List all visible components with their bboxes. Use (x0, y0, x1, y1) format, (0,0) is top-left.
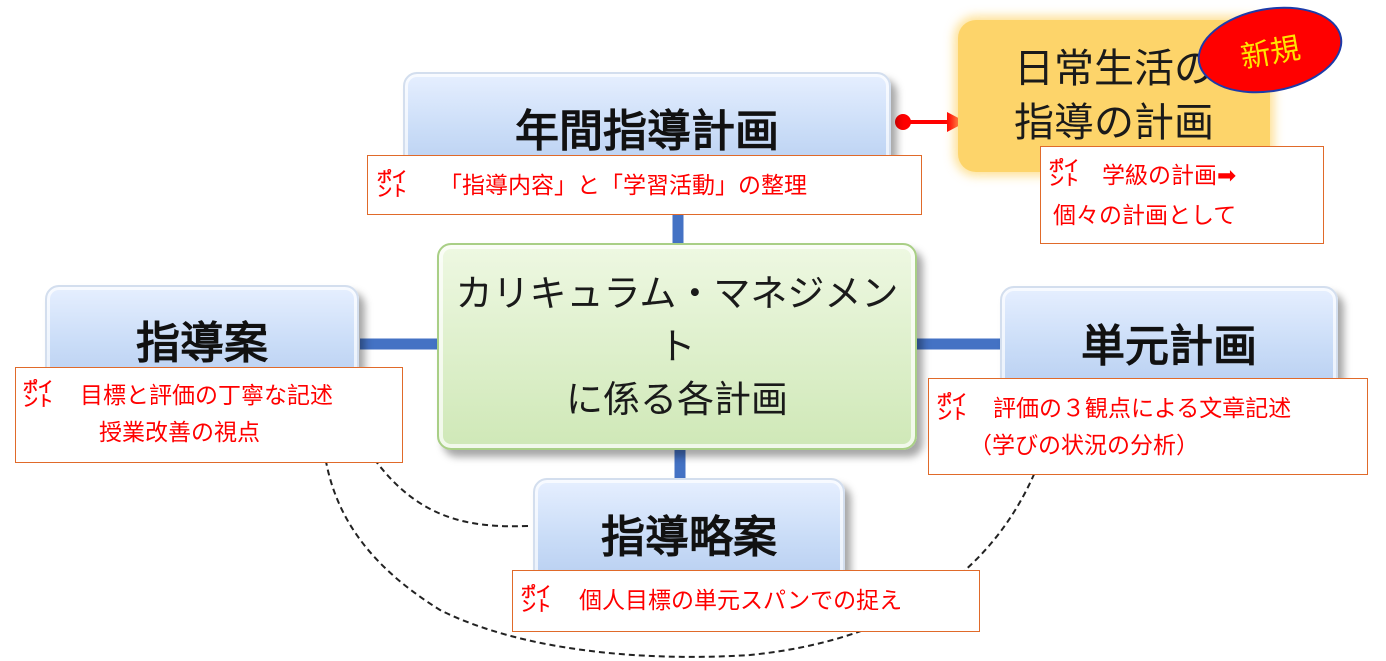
point-tag-icon: ポイント (521, 583, 552, 615)
curriculum-management-box: カリキュラム・マネジメント に係る各計画 (437, 243, 917, 450)
point-tag-icon: ポイント (377, 168, 408, 200)
point-tag-icon: ポイント (1049, 157, 1080, 189)
lesson-plan-point-line2: 授業改善の視点 (99, 420, 260, 446)
lesson-plan-title: 指導案 (136, 318, 268, 369)
daily-life-plan-point: ポイント 学級の計画➡ 個々の計画として (1040, 146, 1324, 244)
daily-life-plan-point-line2: 個々の計画として (1053, 203, 1237, 229)
brief-plan-point: ポイント 個人目標の単元スパンでの捉え (512, 570, 980, 632)
annual-plan-point: ポイント 「指導内容」と「学習活動」の整理 (367, 155, 922, 215)
unit-plan-point: ポイント 評価の３観点による文章記述 （学びの状況の分析） (928, 378, 1368, 475)
brief-plan-title: 指導略案 (601, 512, 777, 563)
unit-plan-title: 単元計画 (1081, 321, 1257, 372)
daily-life-plan-point-line1: 学級の計画➡ (1102, 163, 1237, 189)
unit-plan-point-line2: （学びの状況の分析） (969, 433, 1199, 459)
center-line1: カリキュラム・マネジメント (455, 272, 899, 368)
daily-life-plan-line2: 指導の計画 (1014, 100, 1214, 146)
point-tag-icon: ポイント (23, 378, 54, 410)
point-tag-icon: ポイント (937, 391, 968, 423)
arrow-head (947, 112, 966, 132)
unit-plan-point-line1: 評価の３観点による文章記述 (993, 396, 1292, 422)
center-line2: に係る各計画 (566, 378, 788, 421)
dashed-curve-inner (339, 404, 529, 528)
annual-plan-title: 年間指導計画 (515, 106, 779, 157)
lesson-plan-point: ポイント 目標と評価の丁寧な記述 授業改善の視点 (15, 367, 403, 463)
dashed-curve-outer (320, 409, 1051, 658)
daily-life-plan-line1: 日常生活の (1014, 46, 1214, 92)
brief-plan-point-text: 個人目標の単元スパンでの捉え (579, 588, 903, 614)
annual-plan-point-text: 「指導内容」と「学習活動」の整理 (439, 173, 807, 199)
lesson-plan-point-line1: 目標と評価の丁寧な記述 (80, 383, 333, 409)
brief-plan-box: 指導略案 (533, 478, 845, 588)
new-badge-label: 新規 (1238, 31, 1304, 76)
